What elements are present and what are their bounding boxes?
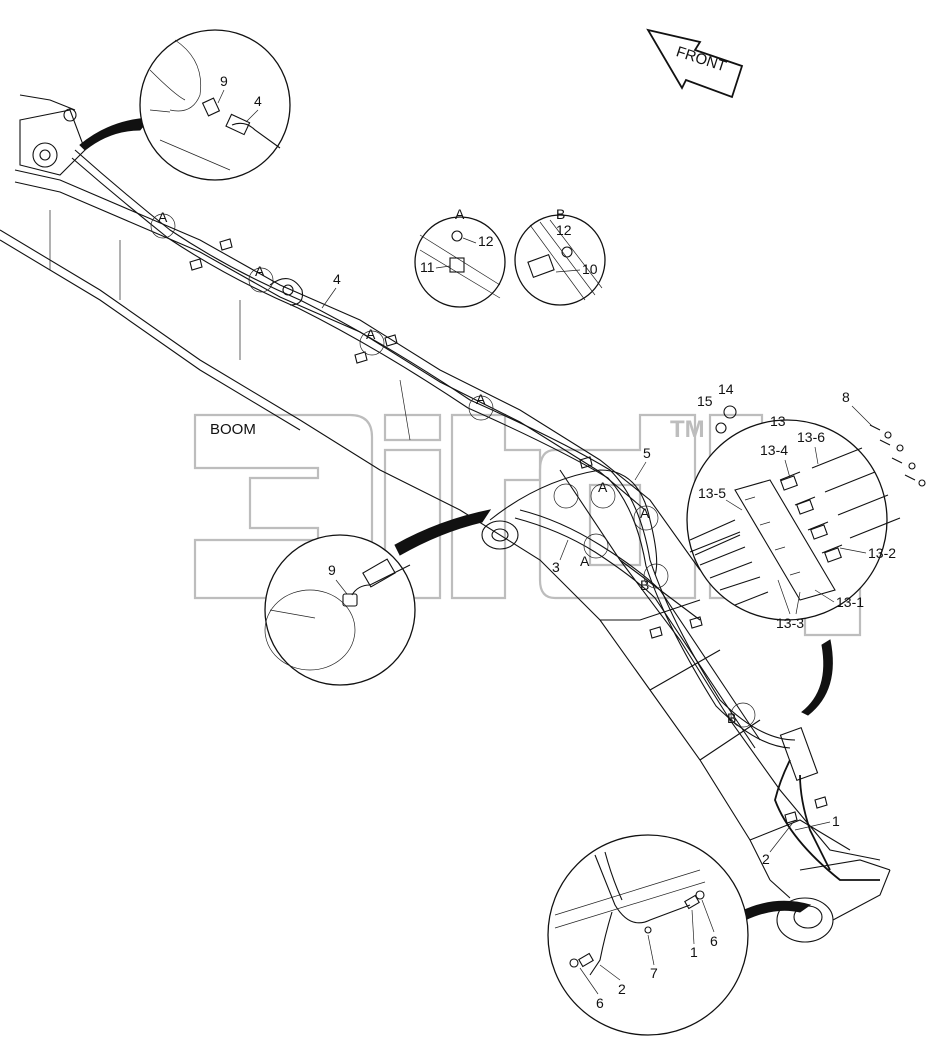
callout-10: 10 [582, 261, 598, 277]
detail-boom-foot: 1 6 7 2 6 [547, 834, 812, 1036]
callout-3: 3 [552, 559, 560, 575]
front-arrow: FRONT [646, 28, 744, 99]
detail-manifold: 13 14 15 8 13-4 13-6 13-5 13-2 13-1 13-3 [686, 381, 926, 716]
callout-14: 14 [718, 381, 734, 397]
callout-12-b: 12 [556, 222, 572, 238]
callout-9-lower: 9 [328, 562, 336, 578]
callout-8: 8 [842, 389, 850, 405]
callout-2-main: 2 [762, 851, 770, 867]
detail-b: B 12 10 [514, 206, 606, 306]
callout-13-6: 13-6 [797, 429, 825, 445]
marker-a-1: A [158, 209, 168, 225]
marker-b-2: B [727, 710, 736, 726]
callout-12-a: 12 [478, 233, 494, 249]
detail-pin-lower: 9 [264, 509, 492, 686]
detail-a: A 12 11 [414, 206, 506, 308]
callout-2-detail: 2 [618, 981, 626, 997]
marker-a-2: A [255, 263, 265, 279]
callout-13: 13 [770, 413, 786, 429]
callout-4-main: 4 [333, 271, 341, 287]
callout-13-4: 13-4 [760, 442, 788, 458]
callout-5: 5 [643, 445, 651, 461]
detail-a-label: A [455, 206, 465, 222]
callout-15: 15 [697, 393, 713, 409]
callout-13-5: 13-5 [698, 485, 726, 501]
section-markers: A A A A A A A B B [150, 209, 756, 728]
front-label: FRONT [674, 43, 728, 75]
marker-a-3: A [366, 326, 376, 342]
boom-structure [0, 94, 891, 943]
callout-6-right: 6 [710, 933, 718, 949]
main-callouts: 4 5 3 1 2 [321, 271, 840, 867]
callout-4-top: 4 [254, 93, 262, 109]
callout-6-left: 6 [596, 995, 604, 1011]
page-title: BOOM [210, 421, 256, 438]
marker-a-4: A [476, 391, 486, 407]
callout-1-main: 1 [832, 813, 840, 829]
callout-11: 11 [420, 259, 435, 275]
detail-b-label: B [556, 206, 565, 222]
callout-9-top: 9 [220, 73, 228, 89]
detail-pin-top: 9 4 [79, 29, 291, 181]
callout-13-3: 13-3 [776, 615, 804, 631]
callout-1-detail: 1 [690, 944, 698, 960]
watermark-tm: TM [670, 416, 705, 443]
marker-b-1: B [640, 577, 649, 593]
callout-7: 7 [650, 965, 658, 981]
callout-13-2: 13-2 [868, 545, 896, 561]
marker-a-5: A [598, 479, 608, 495]
hose-lines [71, 149, 880, 881]
callout-13-1: 13-1 [836, 594, 864, 610]
marker-a-6: A [640, 505, 650, 521]
marker-a-7: A [580, 553, 590, 569]
